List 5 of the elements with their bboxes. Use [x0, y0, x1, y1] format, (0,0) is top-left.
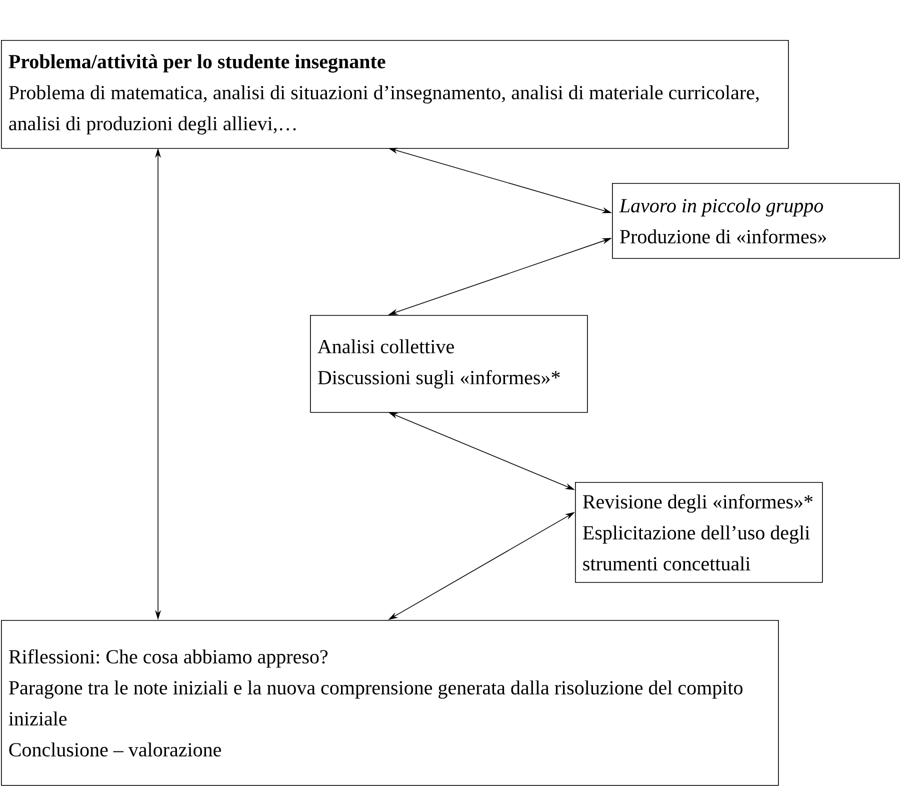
text-box: Problema/attività per lo studente insegnante Problema di matematica, analisi di situazioni d’insegnamento, analisi di materiale curricolare, analisi di produzioni degli allievi,…: [1, 40, 789, 149]
text-box: Riflessioni: Che cosa abbiamo appreso? Paragone tra le note iniziali e la nuova comprensione generata dalla risoluzione del compito iniziale Conclusione – valorazione: [1, 620, 779, 786]
text-box: Analisi collettive Discussioni sugli «informes»*: [310, 315, 588, 413]
text-box: Revisione degli «informes»* Esplicitazione dell’uso degli strumenti concettuali: [575, 482, 823, 583]
text-box: Lavoro in piccolo gruppo Produzione di «informes»: [612, 183, 900, 259]
